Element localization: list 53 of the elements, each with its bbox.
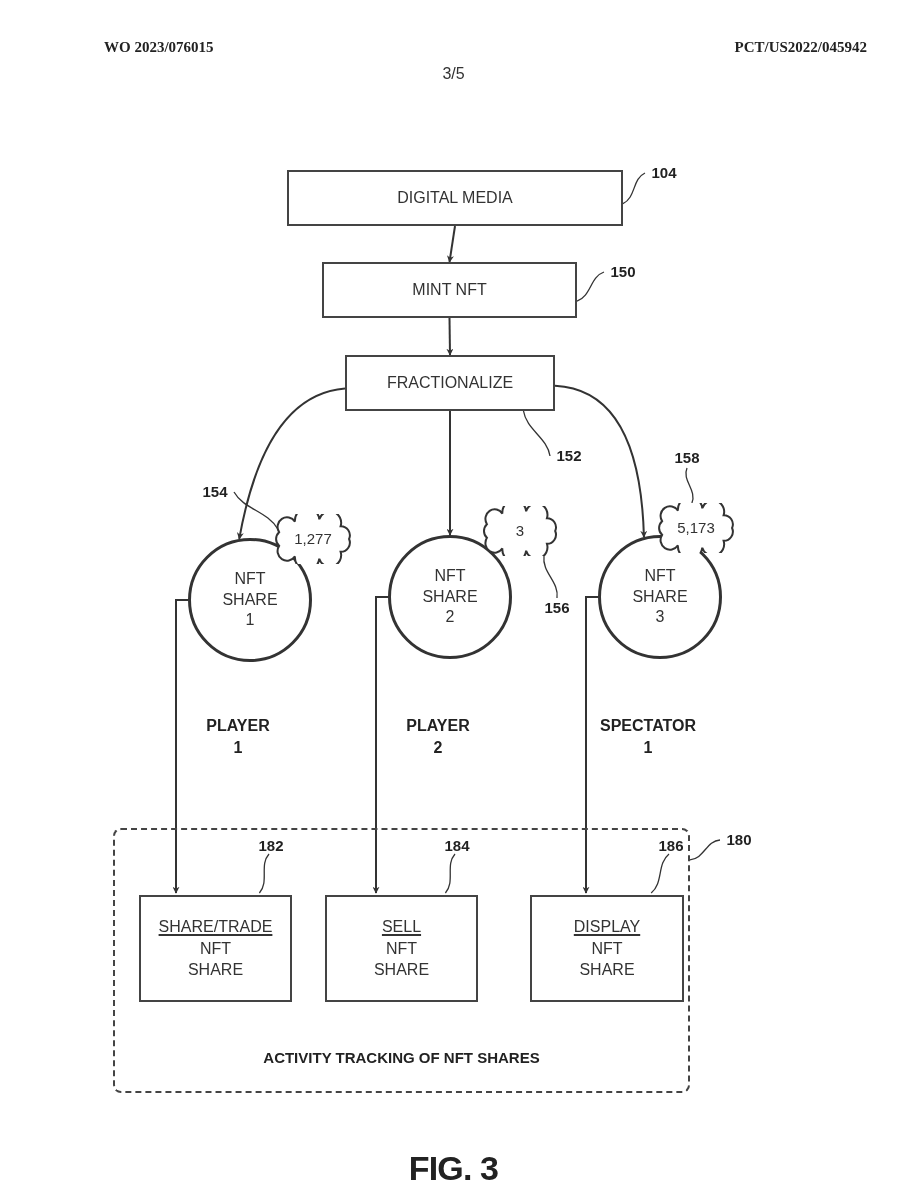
leader-line [258,853,270,894]
box-text: FRACTIONALIZE [386,373,514,394]
box-text: SHARE/TRADE [158,917,273,938]
leader-line [685,467,694,504]
reference-numeral: 184 [444,835,470,856]
circle-text: NFT SHARE 2 [421,565,479,628]
leader-line [543,555,558,599]
leader-line [444,853,456,894]
circle-text: NFT SHARE 3 [631,565,689,628]
count-text: 5,173 [677,517,715,538]
box-text: MINT NFT [412,280,487,301]
reference-numeral: 150 [610,261,636,282]
arrow [582,596,599,894]
arrow [372,596,389,894]
box-text: SELL [381,917,422,938]
application-number: PCT/US2022/045942 [734,38,867,57]
arrow [446,317,454,356]
count-text: 1,277 [294,528,332,549]
box-text: NFT SHARE [372,938,431,981]
process-box [345,355,555,411]
figure-caption: FIG. 3 [408,1148,499,1189]
leader-line [650,853,670,894]
reference-numeral: 104 [651,162,677,183]
leader-line [622,172,646,205]
arrow [172,599,189,894]
arrow [446,410,454,536]
leader-line [576,271,605,302]
reference-numeral: 152 [556,445,582,466]
process-box [139,895,292,1002]
circle-text: NFT SHARE 1 [221,568,279,631]
process-box [287,170,623,226]
box-text: NFT SHARE [578,938,636,981]
box-text: NFT SHARE [186,938,245,981]
leader-line [522,410,551,457]
reference-numeral: 180 [726,829,752,850]
process-box [322,262,577,318]
reference-numeral: 182 [258,835,284,856]
process-box [530,895,684,1002]
box-text: DIGITAL MEDIA [397,188,513,209]
reference-numeral: 156 [544,597,570,618]
leader-line [689,839,721,861]
arrow [447,225,456,263]
group-title: ACTIVITY TRACKING OF NFT SHARES [263,1047,540,1068]
arrow [237,387,346,540]
dashed-group-box [113,828,690,1093]
document-number: WO 2023/076015 [104,38,214,57]
box-text: DISPLAY [573,917,641,938]
reference-numeral: 154 [202,481,228,502]
reference-numeral: 158 [674,447,700,468]
reference-numeral: 186 [658,835,684,856]
count-text: 3 [515,520,525,541]
process-box [325,895,478,1002]
page-number: 3/5 [442,64,465,84]
